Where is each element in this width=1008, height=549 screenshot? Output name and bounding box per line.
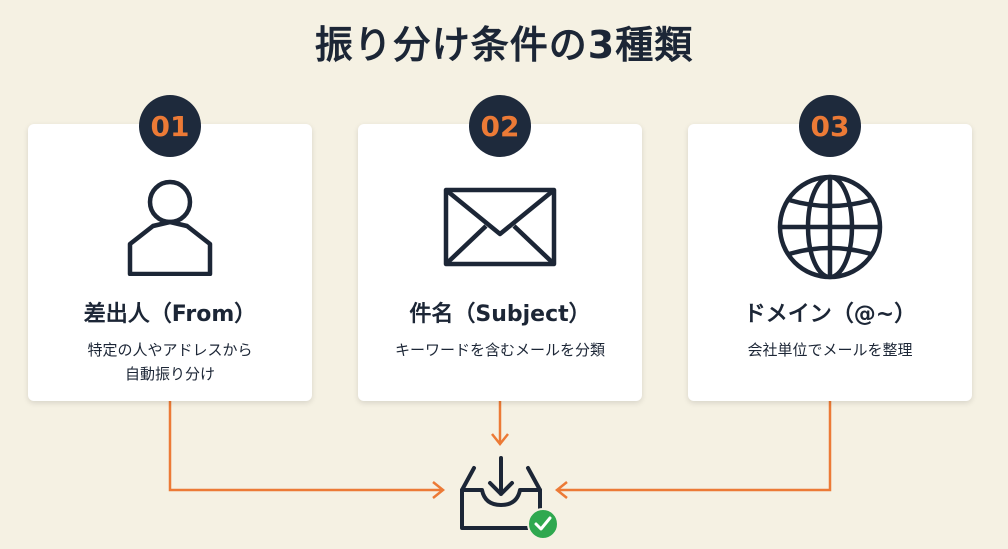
step-badge-1: 01	[139, 95, 201, 157]
arrowhead-domain	[554, 481, 568, 499]
card-from: 差出人（From） 特定の人やアドレスから 自動振り分け	[28, 124, 312, 401]
card-subject: 件名（Subject） キーワードを含むメールを分類	[358, 124, 642, 401]
connector-domain	[557, 401, 832, 492]
envelope-icon	[443, 187, 557, 267]
person-icon	[127, 179, 213, 276]
arrowhead-subject	[491, 433, 509, 447]
arrowhead-from	[432, 481, 446, 499]
card-description: キーワードを含むメールを分類	[394, 341, 605, 359]
card-description: 会社単位でメールを整理	[747, 341, 913, 359]
card-title: 件名（Subject）	[409, 302, 591, 327]
card-domain: ドメイン（@~） 会社単位でメールを整理	[688, 124, 972, 401]
step-badge-3: 03	[799, 95, 861, 157]
card-title: 差出人（From）	[83, 302, 257, 327]
inbox-check-icon	[460, 456, 542, 530]
page-title: 振り分け条件の3種類	[314, 23, 694, 67]
card-title: ドメイン（@~）	[743, 302, 917, 327]
connector-from	[168, 401, 443, 492]
step-badge-2: 02	[469, 95, 531, 157]
globe-icon	[777, 174, 883, 280]
card-description: 特定の人やアドレスから 自動振り分け	[87, 341, 253, 383]
success-check-icon	[527, 508, 559, 540]
